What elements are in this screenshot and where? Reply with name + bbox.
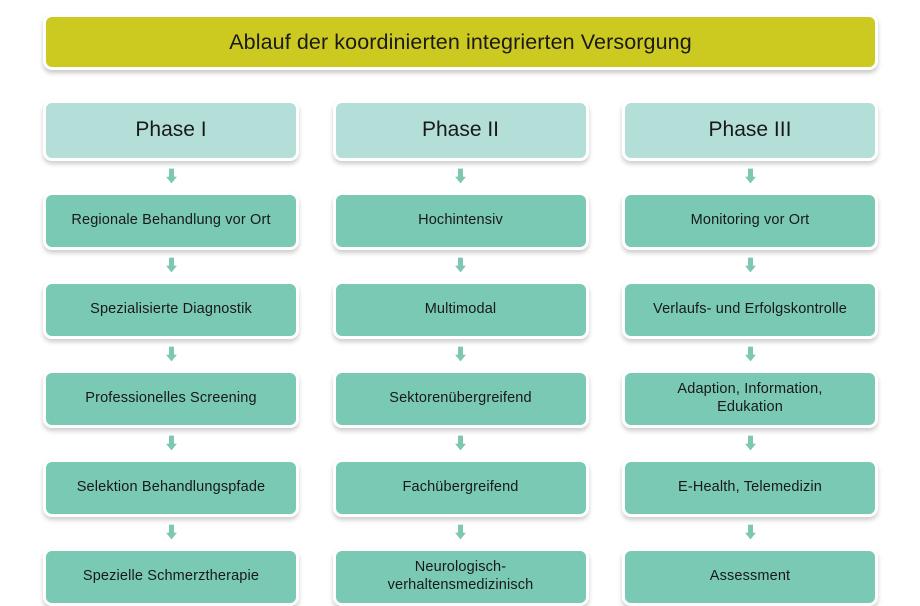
diagram-title-banner: Ablauf der koordinierten integrierten Ve… <box>43 14 878 70</box>
step-label: Regionale Behandlung vor Ort <box>71 212 271 229</box>
arrow-down-icon <box>622 517 878 548</box>
arrow-down-icon <box>43 250 299 281</box>
phase-column-2: Phase II Hochintensiv Multimodal <box>332 100 589 606</box>
step-box[interactable]: Spezielle Schmerztherapie <box>43 548 299 606</box>
step-label: Spezielle Schmerztherapie <box>82 568 260 585</box>
phase-header-label: Phase I <box>135 118 207 142</box>
arrow-down-icon <box>43 161 299 192</box>
arrow-down-icon <box>333 250 589 281</box>
arrow-down-icon <box>622 161 878 192</box>
step-label: Verlaufs- und Erfolgskontrolle <box>653 301 847 318</box>
step-box[interactable]: Selektion Behandlungspfade <box>43 459 299 517</box>
step-label: Selektion Behandlungspfade <box>76 479 266 496</box>
arrow-down-icon <box>622 428 878 459</box>
arrow-down-icon <box>622 250 878 281</box>
arrow-down-icon <box>43 428 299 459</box>
step-label: Monitoring vor Ort <box>690 212 810 229</box>
phase-header-2[interactable]: Phase II <box>332 100 589 161</box>
step-label: Fachübergreifend <box>402 479 519 496</box>
step-label: Multimodal <box>424 301 497 318</box>
step-box[interactable]: Spezialisierte Diagnostik <box>43 281 299 339</box>
step-box[interactable]: Fachübergreifend <box>332 459 589 517</box>
step-box[interactable]: Neurologisch-verhaltensmedizinisch <box>332 548 589 606</box>
step-label: Hochintensiv <box>418 212 503 229</box>
step-label: Assessment <box>709 568 791 585</box>
phase-column-1: Phase I Regionale Behandlung vor Ort Spe… <box>43 100 299 606</box>
step-box[interactable]: Verlaufs- und Erfolgskontrolle <box>622 281 878 339</box>
step-label: Spezialisierte Diagnostik <box>90 301 252 318</box>
arrow-down-icon <box>43 339 299 370</box>
phase-header-label: Phase III <box>708 118 792 142</box>
step-box[interactable]: E-Health, Telemedizin <box>622 459 878 517</box>
step-box[interactable]: Monitoring vor Ort <box>622 192 878 250</box>
arrow-down-icon <box>622 339 878 370</box>
phase-header-label: Phase II <box>421 118 500 142</box>
step-box[interactable]: Multimodal <box>332 281 589 339</box>
step-box[interactable]: Professionelles Screening <box>43 370 299 428</box>
step-label: Sektorenübergreifend <box>389 390 532 407</box>
step-box[interactable]: Assessment <box>622 548 878 606</box>
step-box[interactable]: Hochintensiv <box>332 192 589 250</box>
step-box[interactable]: Adaption, Information,Edukation <box>622 370 878 428</box>
phase-columns: Phase I Regionale Behandlung vor Ort Spe… <box>43 100 878 606</box>
step-label: E-Health, Telemedizin <box>678 479 822 496</box>
step-label: Adaption, Information,Edukation <box>677 381 823 415</box>
step-label: Neurologisch-verhaltensmedizinisch <box>387 559 534 593</box>
arrow-down-icon <box>333 161 589 192</box>
phase-column-3: Phase III Monitoring vor Ort Verlaufs- u… <box>622 100 878 606</box>
step-box[interactable]: Sektorenübergreifend <box>332 370 589 428</box>
arrow-down-icon <box>333 428 589 459</box>
phase-header-1[interactable]: Phase I <box>43 100 299 161</box>
step-box[interactable]: Regionale Behandlung vor Ort <box>43 192 299 250</box>
arrow-down-icon <box>333 517 589 548</box>
arrow-down-icon <box>43 517 299 548</box>
phase-header-3[interactable]: Phase III <box>622 100 878 161</box>
page-title: Ablauf der koordinierten integrierten Ve… <box>229 29 692 54</box>
arrow-down-icon <box>333 339 589 370</box>
step-label: Professionelles Screening <box>85 390 257 407</box>
